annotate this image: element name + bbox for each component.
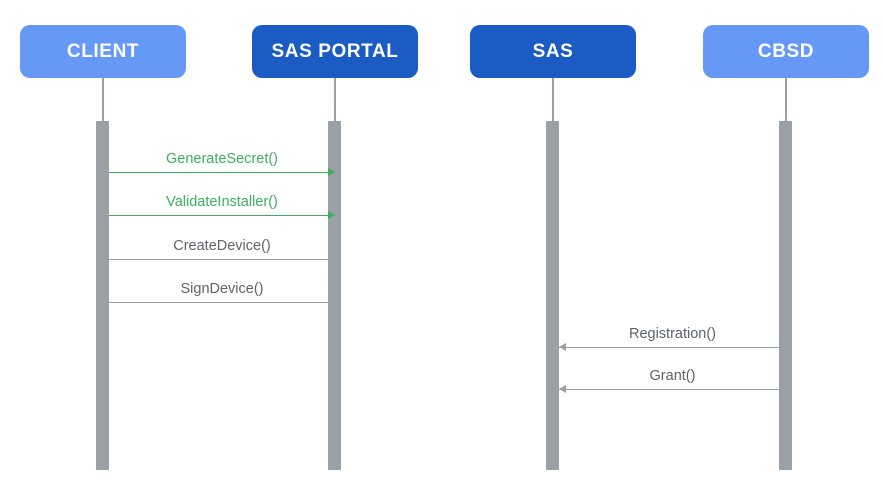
actor-label-sas-portal: SAS PORTAL bbox=[271, 40, 399, 62]
message-line-generate-secret bbox=[109, 171, 335, 173]
arrowhead-icon-validate-installer bbox=[328, 211, 335, 220]
message-label-create-device: CreateDevice() bbox=[173, 238, 271, 254]
actor-box-cbsd[interactable]: CBSD bbox=[703, 25, 869, 78]
message-line-validate-installer bbox=[109, 214, 335, 216]
arrowhead-icon-registration bbox=[559, 343, 566, 352]
lifeline-cbsd bbox=[785, 78, 787, 121]
message-label-registration: Registration() bbox=[628, 326, 717, 342]
message-line-grant bbox=[559, 388, 786, 390]
arrowhead-icon-generate-secret bbox=[328, 168, 335, 177]
message-sign-device[interactable]: SignDevice() bbox=[109, 277, 335, 307]
message-validate-installer[interactable]: ValidateInstaller() bbox=[109, 190, 335, 220]
arrowhead-icon-create-device bbox=[328, 255, 335, 264]
message-registration[interactable]: Registration() bbox=[559, 322, 786, 352]
message-generate-secret[interactable]: GenerateSecret() bbox=[109, 147, 335, 177]
lifeline-sas bbox=[552, 78, 554, 121]
message-label-sign-device: SignDevice() bbox=[180, 281, 264, 297]
activation-bar-sas bbox=[546, 121, 559, 470]
arrowhead-icon-grant bbox=[559, 385, 566, 394]
lifeline-sas-portal bbox=[334, 78, 336, 121]
arrowhead-icon-sign-device bbox=[328, 298, 335, 307]
activation-bar-cbsd bbox=[779, 121, 792, 470]
actor-label-client: CLIENT bbox=[66, 40, 140, 62]
lifeline-client bbox=[102, 78, 104, 121]
message-create-device[interactable]: CreateDevice() bbox=[109, 234, 335, 264]
message-label-generate-secret: GenerateSecret() bbox=[165, 151, 279, 167]
message-label-grant: Grant() bbox=[649, 368, 696, 384]
actor-label-sas: SAS bbox=[532, 40, 574, 62]
message-label-validate-installer: ValidateInstaller() bbox=[166, 194, 278, 210]
message-line-sign-device bbox=[109, 301, 335, 303]
message-line-create-device bbox=[109, 258, 335, 260]
actor-box-client[interactable]: CLIENT bbox=[20, 25, 186, 78]
actor-label-cbsd: CBSD bbox=[757, 40, 815, 62]
activation-bar-sas-portal bbox=[328, 121, 341, 470]
message-line-registration bbox=[559, 346, 786, 348]
actor-box-sas[interactable]: SAS bbox=[470, 25, 636, 78]
actor-box-sas-portal[interactable]: SAS PORTAL bbox=[252, 25, 418, 78]
message-grant[interactable]: Grant() bbox=[559, 364, 786, 394]
activation-bar-client bbox=[96, 121, 109, 470]
